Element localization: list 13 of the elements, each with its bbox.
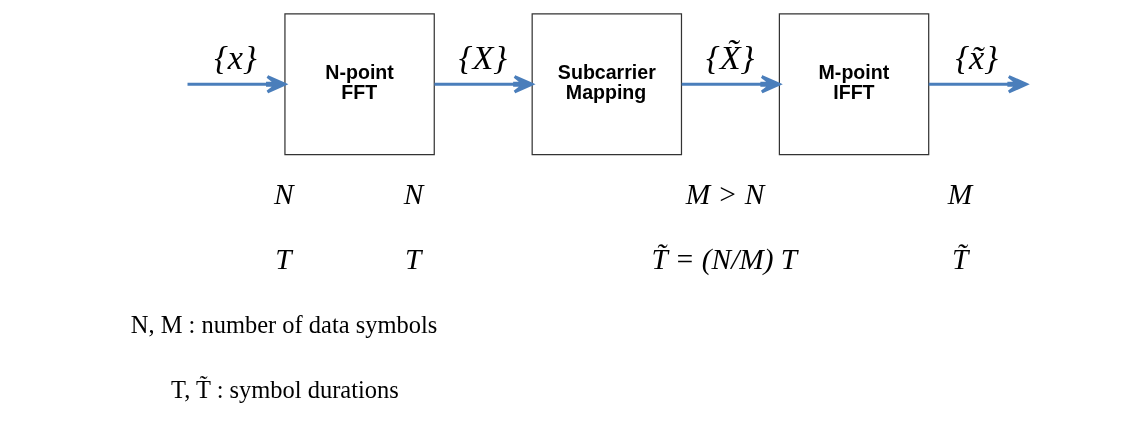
label: N [403, 177, 423, 210]
edge-label: {X̃} [705, 37, 754, 76]
label: T, T̃ : symbol durations [170, 375, 399, 403]
edge-label: {X} [458, 37, 507, 76]
label: T [404, 242, 421, 275]
label: M [947, 177, 972, 210]
label: M > N [685, 177, 764, 210]
edge-label: {x} [213, 37, 257, 76]
label: N, M : number of data symbols [130, 310, 437, 338]
label: T̃ [951, 242, 968, 275]
label: T̃ = (N/M) T [651, 242, 797, 275]
edge-label: {x̃} [954, 37, 998, 76]
label: N [273, 177, 294, 210]
